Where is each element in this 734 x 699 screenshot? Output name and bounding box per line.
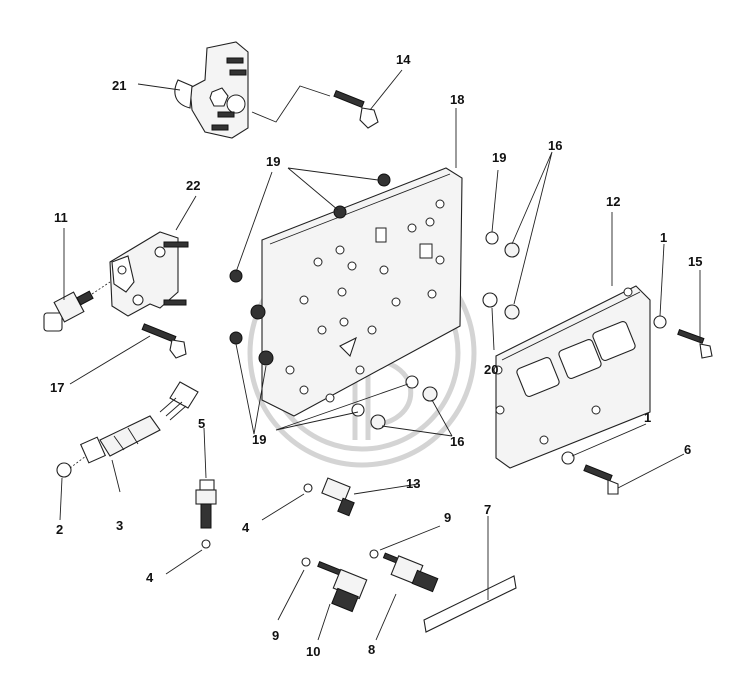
harness-sensor-3 [79,381,199,464]
callout-19a: 19 [266,154,280,169]
callout-19c: 19 [252,432,266,447]
callout-19b: 19 [492,150,506,165]
washer-1b [561,451,575,465]
callout-18: 18 [450,92,464,107]
callout-11: 11 [54,210,68,225]
callout-15: 15 [688,254,702,269]
label-strip-7 [423,575,517,633]
callout-9a: 9 [444,510,451,525]
bolt-15 [677,329,713,359]
o-ring-4a [201,539,211,549]
callout-21: 21 [112,78,126,93]
callout-8: 8 [368,642,375,657]
callout-10: 10 [306,644,320,659]
sensor-5 [195,479,217,529]
callout-17: 17 [50,380,64,395]
screw-14 [251,85,379,129]
callout-20: 20 [484,362,498,377]
callout-1a: 1 [660,230,667,245]
o-ring-9b [369,549,379,559]
sensor-13 [321,477,355,517]
o-ring-4b [303,483,313,493]
callout-5: 5 [198,416,205,431]
callout-9b: 9 [272,628,279,643]
callout-13: 13 [406,476,420,491]
sensor-8 [382,552,439,593]
callout-1b: 1 [644,410,651,425]
callout-6: 6 [684,442,691,457]
mounting-plate-18 [261,167,463,417]
leader-lines [59,69,701,641]
callout-7: 7 [484,502,491,517]
screw-6 [583,464,619,495]
nut-19-group [229,173,499,417]
bracket-22 [109,231,189,317]
callout-16a: 16 [548,138,562,153]
bracket-21 [174,41,249,139]
callout-labels: 21 14 18 19 19 16 12 1 15 22 11 17 20 1 … [50,52,702,659]
callout-4a: 4 [242,520,250,535]
spacer-20 [482,292,498,308]
callout-14: 14 [396,52,411,67]
callout-4b: 4 [146,570,154,585]
sensor-11 [43,281,111,332]
o-ring-2 [56,462,72,478]
o-ring-9a [301,557,311,567]
callout-2: 2 [56,522,63,537]
bolt-17 [141,323,187,359]
callout-12: 12 [606,194,620,209]
washer-1a [653,315,667,329]
ecm-module-12 [493,285,651,469]
callout-3: 3 [116,518,123,533]
callout-22: 22 [186,178,200,193]
nut-16-group [370,242,520,430]
callout-16b: 16 [450,434,464,449]
sensor-10 [317,560,368,613]
